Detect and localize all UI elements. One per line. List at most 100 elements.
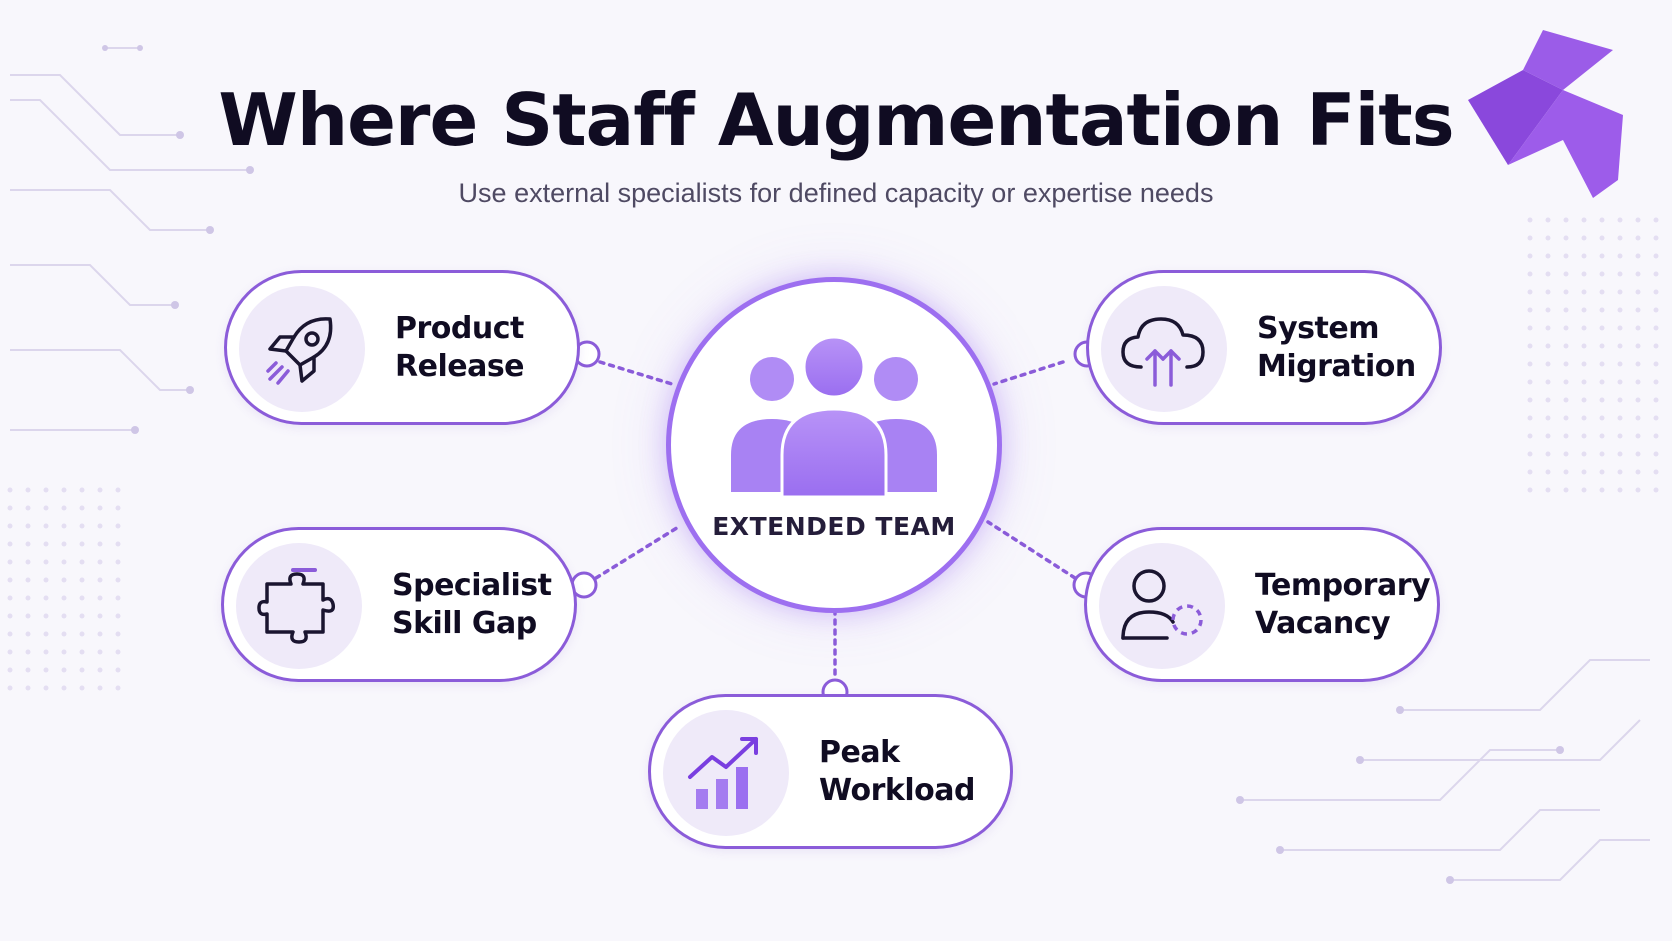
background-dot (1545, 361, 1551, 367)
background-dot (1635, 415, 1641, 421)
background-dot (1617, 469, 1623, 475)
background-dot (1635, 253, 1641, 259)
background-dot (1635, 343, 1641, 349)
node-label-line2: Release (395, 348, 525, 384)
node-specialist-skill-gap: Specialist Skill Gap (221, 527, 577, 682)
background-dot (7, 667, 13, 673)
background-dot (97, 667, 103, 673)
background-dot (61, 487, 67, 493)
background-dot (97, 559, 103, 565)
background-dot (1581, 253, 1587, 259)
background-dot (1581, 307, 1587, 313)
background-dot (1581, 451, 1587, 457)
background-dot (79, 541, 85, 547)
page-title: Where Staff Augmentation Fits (218, 78, 1454, 162)
background-dot (1653, 217, 1659, 223)
background-dot (1617, 217, 1623, 223)
background-dot (1527, 415, 1533, 421)
background-dot (1635, 433, 1641, 439)
background-dot (1563, 469, 1569, 475)
background-dot (43, 595, 49, 601)
background-dot (25, 595, 31, 601)
background-dot (1527, 235, 1533, 241)
background-dot (1527, 325, 1533, 331)
background-dot (1617, 289, 1623, 295)
background-dot (97, 505, 103, 511)
background-dot (1653, 397, 1659, 403)
background-dot (25, 667, 31, 673)
background-dot (1545, 433, 1551, 439)
background-dot (61, 631, 67, 637)
background-dot (43, 559, 49, 565)
background-dot (1527, 289, 1533, 295)
background-dot (115, 649, 121, 655)
background-dot (97, 613, 103, 619)
background-dot (1653, 343, 1659, 349)
background-dot (97, 523, 103, 529)
background-dot (1599, 469, 1605, 475)
background-dot (61, 595, 67, 601)
background-dot (7, 523, 13, 529)
background-dot (1581, 217, 1587, 223)
background-dot (1617, 361, 1623, 367)
background-dot (61, 577, 67, 583)
background-dot (1563, 307, 1569, 313)
background-dot (7, 613, 13, 619)
node-label-line2: Migration (1257, 348, 1416, 384)
background-dot (1653, 379, 1659, 385)
background-dot (25, 559, 31, 565)
node-label-line1: Temporary (1255, 567, 1431, 603)
node-label: Temporary Vacancy (1255, 530, 1431, 679)
background-dot (1527, 487, 1533, 493)
background-dot (7, 649, 13, 655)
hub-extended-team: EXTENDED TEAM (666, 277, 1002, 613)
background-dot (115, 541, 121, 547)
background-dot (1599, 253, 1605, 259)
background-dot (1545, 397, 1551, 403)
background-dot (43, 577, 49, 583)
connector-temporary-vacancy (986, 520, 1077, 580)
node-label-line1: System (1257, 310, 1379, 346)
background-dot (1563, 325, 1569, 331)
background-dot (115, 487, 121, 493)
node-label-line2: Skill Gap (392, 605, 537, 641)
background-dot (1653, 433, 1659, 439)
background-dot (1563, 415, 1569, 421)
background-dot (25, 523, 31, 529)
background-dot (1563, 343, 1569, 349)
background-dot (1545, 325, 1551, 331)
background-dot (25, 487, 31, 493)
background-dot (7, 559, 13, 565)
node-icon-badge (236, 543, 362, 669)
background-dot (1617, 343, 1623, 349)
background-dot (1527, 307, 1533, 313)
background-dot (115, 613, 121, 619)
node-icon-badge (239, 286, 365, 412)
background-dot (1581, 433, 1587, 439)
background-dot (1635, 397, 1641, 403)
background-dot (1545, 415, 1551, 421)
background-dot (7, 685, 13, 691)
node-peak-workload: Peak Workload (648, 694, 1013, 849)
background-dot (1617, 307, 1623, 313)
background-dot (1617, 235, 1623, 241)
background-dot (115, 631, 121, 637)
background-dot (1545, 379, 1551, 385)
background-dot (43, 541, 49, 547)
background-dot (1581, 235, 1587, 241)
background-dot (61, 559, 67, 565)
node-label: Specialist Skill Gap (392, 530, 567, 679)
background-dot (1563, 271, 1569, 277)
background-dot (7, 541, 13, 547)
page-subtitle: Use external specialists for defined cap… (458, 178, 1214, 208)
background-dot (1653, 253, 1659, 259)
background-dot (1527, 379, 1533, 385)
background-dot (97, 487, 103, 493)
background-dot (1581, 379, 1587, 385)
background-dot (1599, 433, 1605, 439)
background-dot (43, 487, 49, 493)
background-dot (1563, 397, 1569, 403)
background-dot (1635, 379, 1641, 385)
